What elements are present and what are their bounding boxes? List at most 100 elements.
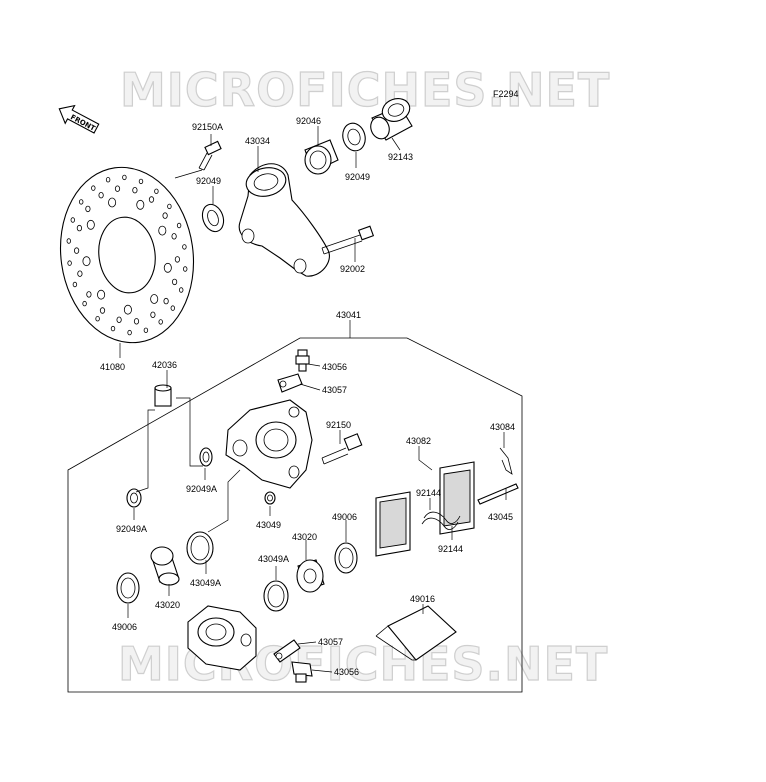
part-labels: 92150A 43034 92046 92049 92143 92049 920… [100,116,515,677]
label-92049-top-right: 92049 [345,172,370,182]
disc-hole [162,212,168,219]
disc-hole [158,319,163,325]
disc-hole [174,256,180,263]
disc-hole [158,225,167,236]
disc-hole [171,233,177,240]
disc-hole [86,219,95,230]
bolt-92150 [321,433,363,465]
label-92049-top-left: 92049 [196,176,221,186]
disc-hole [150,311,156,318]
disc-hole [136,199,145,210]
disc-hole [72,281,78,288]
label-43020-left: 43020 [155,600,180,610]
label-43041: 43041 [336,310,361,320]
label-43057-top: 43057 [322,385,347,395]
disc-hole [176,222,182,229]
bleeder-valve-top [295,349,310,372]
disc-hole [74,247,80,254]
disc-hole [127,329,132,336]
disc-hole [78,199,84,205]
piston-43020-right [296,559,325,593]
disc-hole [95,316,100,322]
label-92002: 92002 [340,264,365,274]
caliper-kit-outline [67,337,523,693]
label-92150: 92150 [326,420,351,430]
disc-hole [178,287,184,293]
label-49016: 49016 [410,594,435,604]
label-42036: 42036 [152,360,177,370]
disc-hole [82,300,87,307]
brake-disc [59,166,195,344]
disc-hole [98,191,104,199]
disc-hole [123,304,132,315]
disc-hole [150,294,159,304]
figure-code: F2294 [493,89,519,99]
bolt-92150a [198,140,222,171]
disc-hole [143,327,149,333]
label-41080: 41080 [100,362,125,372]
label-43056-top: 43056 [322,362,347,372]
seal-92049-left [201,203,225,233]
sleeve-92143 [370,98,413,141]
piston-43020-left [150,546,180,586]
label-43049a-right: 43049A [258,554,289,564]
watermark-top: MICROFICHES.NET [120,63,610,117]
disc-hole [133,318,140,325]
sleeve-42036 [154,384,172,407]
caliper-bracket [238,163,330,277]
disc-hole [105,176,111,183]
label-49006-right: 49006 [332,512,357,522]
label-43034: 43034 [245,136,270,146]
label-43020-right: 43020 [292,532,317,542]
disc-hole [70,217,75,223]
leader-lines [119,126,507,673]
disc-hole [77,270,83,277]
dust-seal-49006-left [116,572,140,604]
disc-hole [86,291,92,298]
pad-pin-43045 [477,483,519,505]
piston-seal-43049a-left [186,531,214,565]
disc-hole [170,305,175,311]
label-43057-bottom: 43057 [318,637,343,647]
front-arrow-icon: FRONT [58,104,100,134]
disc-hole [154,188,159,194]
disc-hole [67,260,72,266]
disc-hole [138,178,144,185]
pin-clip-43084 [499,447,513,475]
label-43045: 43045 [488,512,513,522]
brake-pads [375,461,475,557]
disc-hole [91,185,96,191]
disc-hole [66,238,71,244]
label-92049a-mid: 92049A [186,484,217,494]
seal-92049a-mid [199,447,213,467]
disc-hole [116,316,122,323]
label-92049a-left: 92049A [116,524,147,534]
disc-hole [82,256,91,267]
disc-hole [99,307,106,314]
pad-shim-49016 [375,605,457,661]
seal-92049a-left [126,488,142,508]
bleeder-cap-bottom [273,639,301,663]
disc-hole [182,244,187,250]
disc-hole [114,185,121,192]
piston-seal-43049a-right [263,580,289,612]
needle-bearing [304,139,339,175]
disc-hole [163,297,169,305]
caliper-body-lower [187,605,257,671]
seal-92049-right [342,122,366,152]
disc-hole [132,186,138,194]
bleeder-valve-bottom [291,661,313,683]
disc-hole [85,205,91,213]
disc-hole [182,266,188,272]
caliper-body-upper [225,399,313,489]
label-92144-upper: 92144 [416,488,441,498]
disc-hole [97,289,106,300]
disc-hole [172,278,178,286]
disc-hole [110,325,116,332]
disc-hole [148,196,155,203]
label-92143: 92143 [388,152,413,162]
bolt-92002 [321,225,375,255]
disc-hole [76,224,83,232]
label-43056-bottom: 43056 [334,667,359,677]
